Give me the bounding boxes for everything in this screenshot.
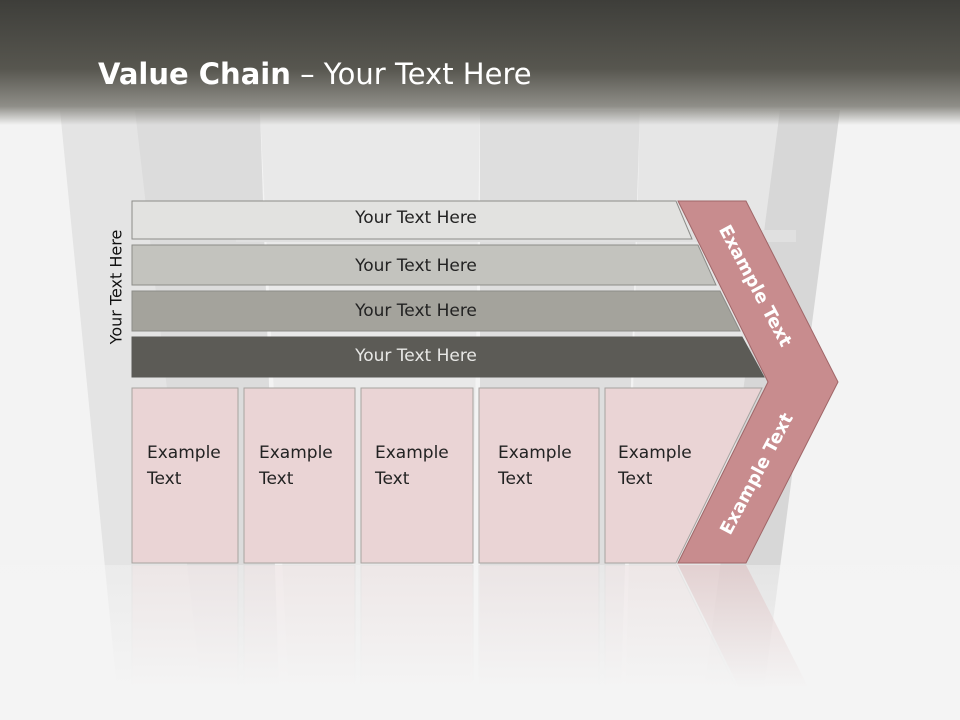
cell-1-line2: Text	[147, 469, 182, 489]
support-bar-2-label: Your Text Here	[355, 256, 477, 276]
slide-title: Value Chain – Your Text Here	[98, 52, 532, 96]
margin-arrow	[677, 200, 839, 564]
reflection-fade	[0, 565, 960, 720]
support-bar-4-label: Your Text Here	[355, 346, 477, 366]
cell-4-line1: Example	[498, 443, 572, 463]
title-rest: – Your Text Here	[290, 57, 532, 91]
cell-4-line2: Text	[498, 469, 533, 489]
cell-2-line1: Example	[259, 443, 333, 463]
primary-cell-5	[604, 387, 763, 564]
support-bar-1-label: Your Text Here	[355, 208, 477, 228]
support-bar-3	[131, 290, 741, 332]
cell-2-line2: Text	[259, 469, 294, 489]
primary-cell-2	[243, 387, 356, 564]
title-bar	[0, 0, 960, 125]
support-bar-3-label: Your Text Here	[355, 301, 477, 321]
cell-3-line1: Example	[375, 443, 449, 463]
support-bar-2	[131, 244, 717, 286]
primary-cell-3	[360, 387, 474, 564]
cell-3-line2: Text	[375, 469, 410, 489]
support-bar-1	[131, 200, 693, 240]
title-bold: Value Chain	[98, 57, 291, 91]
cell-5-line2: Text	[618, 469, 653, 489]
support-bar-4	[131, 336, 765, 378]
primary-cell-1	[131, 387, 239, 564]
primary-cell-4	[478, 387, 600, 564]
cell-5-line1: Example	[618, 443, 692, 463]
cell-1-line1: Example	[147, 443, 221, 463]
